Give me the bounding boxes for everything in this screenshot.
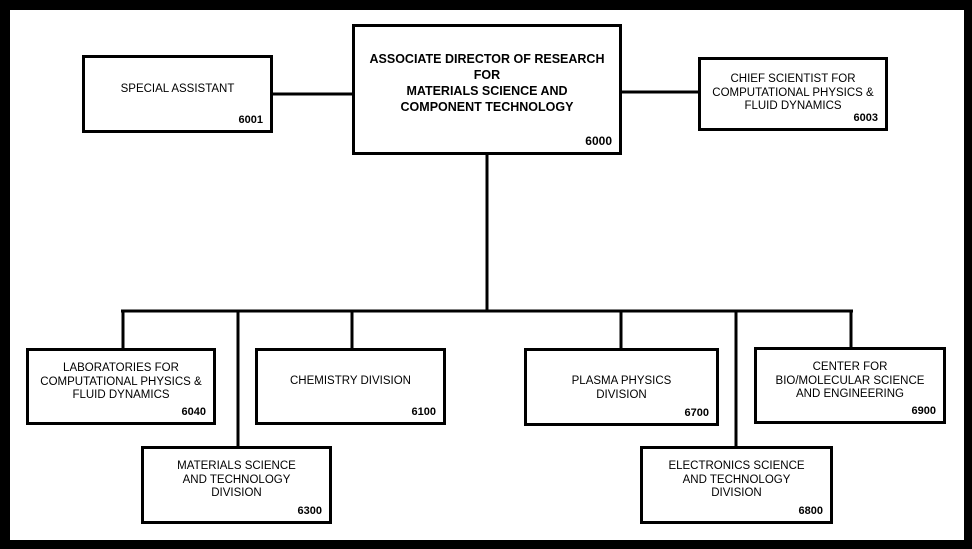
box-plasma: PLASMA PHYSICS DIVISION 6700 <box>524 348 719 426</box>
org-code: 6001 <box>238 114 263 126</box>
box-title: SPECIAL ASSISTANT <box>120 83 235 95</box>
org-code: 6700 <box>684 407 709 419</box>
box-chemistry: CHEMISTRY DIVISION 6100 <box>255 348 446 425</box>
box-title: LABORATORIES FOR COMPUTATIONAL PHYSICS &… <box>40 362 202 401</box>
org-code: 6300 <box>297 505 322 517</box>
box-title: MATERIALS SCIENCE AND TECHNOLOGY DIVISIO… <box>177 460 296 499</box>
box-chief-scientist: CHIEF SCIENTIST FOR COMPUTATIONAL PHYSIC… <box>698 57 888 131</box>
box-title: PLASMA PHYSICS DIVISION <box>571 375 672 401</box>
org-code: 6800 <box>798 505 823 517</box>
box-title: CENTER FOR BIO/MOLECULAR SCIENCE AND ENG… <box>775 361 925 400</box>
box-biomolecular: CENTER FOR BIO/MOLECULAR SCIENCE AND ENG… <box>754 347 946 424</box>
box-electronics: ELECTRONICS SCIENCE AND TECHNOLOGY DIVIS… <box>640 446 833 524</box>
box-title: CHEMISTRY DIVISION <box>290 375 411 387</box>
org-code: 6040 <box>181 406 206 418</box>
box-title: ASSOCIATE DIRECTOR OF RESEARCH FOR MATER… <box>369 52 605 114</box>
org-code: 6900 <box>911 405 936 417</box>
box-materials: MATERIALS SCIENCE AND TECHNOLOGY DIVISIO… <box>141 446 332 524</box>
org-code: 6000 <box>585 134 612 148</box>
org-code: 6003 <box>853 112 878 124</box>
org-code: 6100 <box>411 406 436 418</box>
box-lcp: LABORATORIES FOR COMPUTATIONAL PHYSICS &… <box>26 348 216 425</box>
box-title: CHIEF SCIENTIST FOR COMPUTATIONAL PHYSIC… <box>712 73 874 112</box>
box-associate-director: ASSOCIATE DIRECTOR OF RESEARCH FOR MATER… <box>352 24 622 155</box>
box-title: ELECTRONICS SCIENCE AND TECHNOLOGY DIVIS… <box>668 460 805 499</box>
box-special-assistant: SPECIAL ASSISTANT 6001 <box>82 55 273 133</box>
